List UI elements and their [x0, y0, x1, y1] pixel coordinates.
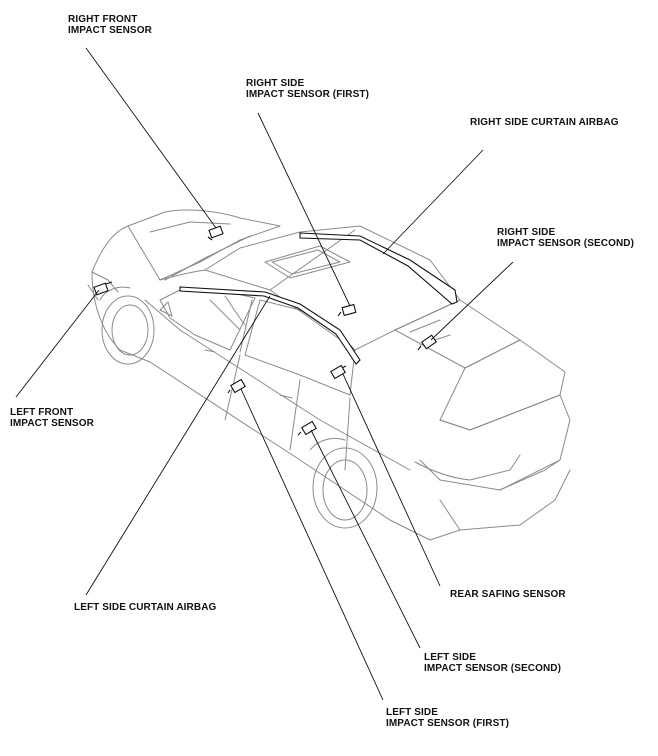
leader-right-curtain [382, 149, 484, 255]
label-right-curtain-line1: RIGHT SIDE CURTAIN AIRBAG [470, 117, 619, 128]
label-left-side-second-line1: LEFT SIDE [424, 652, 477, 663]
right-side-first-sensor-mark [337, 303, 357, 317]
label-left-side-first-line2: IMPACT SENSOR (FIRST) [386, 718, 510, 729]
car-outline [87, 209, 571, 541]
label-rear-safing-line1: REAR SAFING SENSOR [450, 589, 566, 600]
label-left-front-line1: LEFT FRONT [10, 407, 74, 418]
right-curtain-airbag-mark [299, 232, 458, 305]
label-rear-safing-sensor: REAR SAFING SENSOR [450, 589, 566, 600]
label-right-side-curtain-airbag: RIGHT SIDE CURTAIN AIRBAG [470, 117, 619, 128]
label-left-side-first-line1: LEFT SIDE [386, 707, 439, 718]
leader-right-side-second [430, 261, 514, 341]
leader-lines [15, 47, 514, 701]
right-front-sensor-mark [207, 225, 224, 241]
leader-right-side-first [257, 112, 351, 307]
label-right-front-line2: IMPACT SENSOR [68, 25, 152, 36]
left-curtain-airbag-mark [179, 286, 361, 365]
label-left-front-impact-sensor: LEFT FRONT IMPACT SENSOR [10, 407, 94, 429]
leader-left-side-second [310, 429, 421, 649]
label-right-front-line1: RIGHT FRONT [68, 14, 138, 25]
label-right-front-impact-sensor: RIGHT FRONT IMPACT SENSOR [68, 14, 152, 36]
label-left-curtain-line1: LEFT SIDE CURTAIN AIRBAG [74, 602, 217, 613]
left-side-second-sensor-mark [297, 420, 317, 436]
label-left-side-impact-sensor-first: LEFT SIDE IMPACT SENSOR (FIRST) [386, 707, 509, 729]
leader-rear-safing [342, 373, 441, 587]
leader-right-front [85, 47, 217, 229]
rear-safing-sensor-mark [330, 364, 347, 380]
leader-left-side-first [240, 388, 384, 701]
sensor-marks [93, 225, 437, 436]
label-right-side-second-line1: RIGHT SIDE [497, 227, 556, 238]
label-right-side-impact-sensor-first: RIGHT SIDE IMPACT SENSOR (FIRST) [246, 78, 369, 100]
label-right-side-first-line2: IMPACT SENSOR (FIRST) [246, 89, 370, 100]
left-side-first-sensor-mark [227, 378, 246, 394]
label-right-side-impact-sensor-second: RIGHT SIDE IMPACT SENSOR (SECOND) [497, 227, 634, 249]
label-left-side-second-line2: IMPACT SENSOR (SECOND) [424, 663, 562, 674]
label-right-side-first-line1: RIGHT SIDE [246, 78, 305, 89]
leader-left-front [15, 289, 100, 398]
curtain-airbags [179, 232, 458, 365]
label-left-front-line2: IMPACT SENSOR [10, 418, 94, 429]
label-left-side-impact-sensor-second: LEFT SIDE IMPACT SENSOR (SECOND) [424, 652, 561, 674]
label-right-side-second-line2: IMPACT SENSOR (SECOND) [497, 238, 635, 249]
label-left-side-curtain-airbag: LEFT SIDE CURTAIN AIRBAG [74, 602, 216, 613]
leader-left-curtain [85, 295, 271, 596]
